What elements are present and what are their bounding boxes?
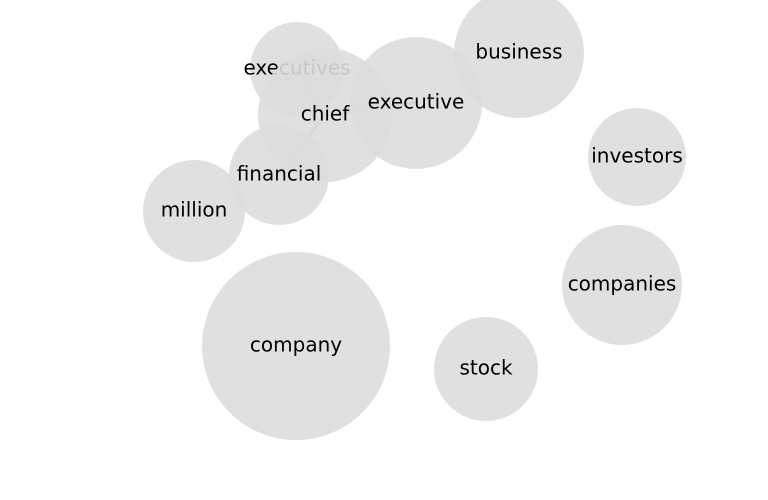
bubble-company[interactable]: company (202, 252, 390, 440)
bubble-financial[interactable]: financial (229, 125, 329, 225)
bubble-business[interactable]: business (454, 0, 584, 118)
bubble-business-circle (454, 0, 584, 118)
bubble-investors-label: investors (591, 144, 683, 168)
bubble-million[interactable]: million (143, 160, 245, 262)
bubble-company-label: company (250, 333, 342, 357)
bubble-company-circle (202, 252, 390, 440)
bubble-million-circle (143, 160, 245, 262)
bubble-financial-circle (229, 125, 329, 225)
bubble-business-label: business (475, 40, 562, 64)
bubble-investors[interactable]: investors (588, 108, 686, 206)
bubble-chief-label: chief (301, 102, 351, 126)
bubble-million-label: million (161, 198, 228, 222)
bubble-stock-circle (434, 317, 538, 421)
bubble-executive-label: executive (368, 90, 465, 114)
bubble-stock[interactable]: stock (434, 317, 538, 421)
bubble-investors-circle (588, 108, 686, 206)
bubble-financial-label: financial (237, 162, 322, 186)
bubble-companies-circle (562, 225, 682, 345)
nodes-layer: company stock companies investors millio… (143, 0, 686, 440)
bubble-companies[interactable]: companies (562, 225, 682, 345)
bubble-stock-label: stock (459, 356, 512, 380)
bubble-executive-circle (350, 37, 482, 169)
bubble-companies-label: companies (568, 272, 677, 296)
bubble-executive[interactable]: executive (350, 37, 482, 169)
